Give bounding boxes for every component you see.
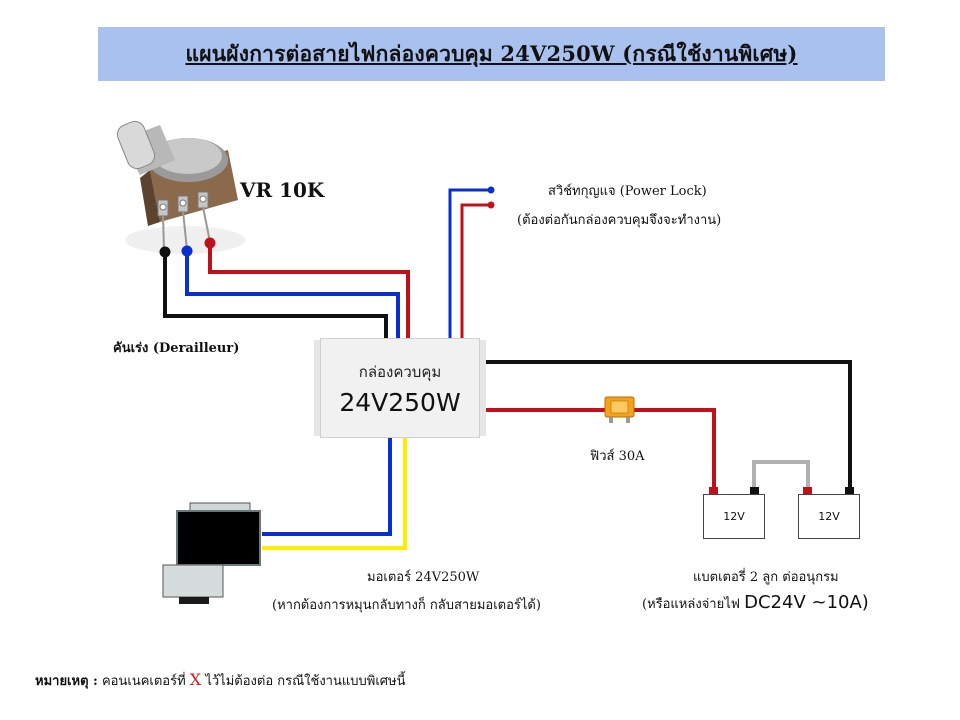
lock-terminal-red — [487, 201, 495, 209]
battery-note-value: DC24V ~10A) — [744, 592, 869, 613]
pot-pin-red — [204, 237, 216, 249]
wire-battery-link — [752, 460, 810, 490]
fuse-label: ฟิวส์ 30A — [590, 449, 645, 464]
battery2-terminal-pos — [803, 487, 812, 494]
potentiometer-image — [116, 120, 245, 254]
power-lock-label: สวิช์ทกุญแจ (Power Lock) — [548, 184, 707, 199]
battery2-terminal-neg — [845, 487, 854, 494]
vr-label: VR 10K — [240, 178, 325, 202]
wire-motor-yellow — [262, 436, 407, 550]
wire-pot-red — [208, 243, 410, 340]
motor-image — [162, 502, 261, 604]
throttle-label: คันเร่ง (Derailleur) — [113, 341, 240, 356]
wire-battery-black — [478, 360, 852, 490]
battery-1-label: 12V — [723, 510, 745, 523]
battery-1: 12V — [703, 494, 765, 539]
pot-pin-blue — [181, 245, 193, 257]
fuse-icon — [604, 396, 635, 423]
title-bar: แผนผังการต่อสายไฟกล่องควบคุม 24V250W (กร… — [98, 27, 885, 81]
wire-lock-blue — [448, 188, 490, 340]
battery1-terminal-neg — [750, 487, 759, 494]
battery1-terminal-pos — [709, 487, 718, 494]
pot-pin-black — [159, 246, 171, 258]
motor-label: มอเตอร์ 24V250W — [367, 570, 480, 585]
controller-label: กล่องควบคุม — [358, 362, 442, 381]
footnote-text2: ไว้ไม่ต้องต่อ กรณีใช้งานแบบพิเศษนี้ — [205, 674, 406, 689]
controller-box: กล่องควบคุม 24V250W — [320, 338, 480, 438]
diagram-title: แผนผังการต่อสายไฟกล่องควบคุม 24V250W (กร… — [185, 40, 798, 66]
battery-2-label: 12V — [818, 510, 840, 523]
footnote-text1: คอนเนคเตอร์ที่ — [101, 674, 186, 689]
wire-lock-red — [460, 203, 490, 340]
motor-note: (หากต้องการหมุนกลับทางก็ กลับสายมอเตอร์ไ… — [272, 598, 541, 613]
wire-pot-blue — [185, 251, 400, 340]
wire-pot-black — [163, 252, 388, 340]
battery-label: แบตเตอรี่ 2 ลูก ต่ออนุกรม — [693, 570, 839, 585]
footnote-mark: X — [189, 670, 202, 689]
controller-model: 24V250W — [339, 387, 461, 417]
power-lock-note: (ต้องต่อกันกล่องควบคุมจึงจะทำงาน) — [517, 213, 722, 228]
footnote-prefix: หมายเหตุ : — [35, 674, 98, 689]
wire-motor-blue — [262, 436, 392, 536]
battery-2: 12V — [798, 494, 860, 539]
battery-note-prefix: (หรือแหล่งจ่ายไฟ — [642, 597, 740, 612]
battery-note: (หรือแหล่งจ่ายไฟ DC24V ~10A) — [642, 592, 869, 614]
wire-fuse-red — [634, 408, 716, 490]
lock-terminal-blue — [487, 186, 495, 194]
footnote: หมายเหตุ : คอนเนคเตอร์ที่ X ไว้ไม่ต้องต่… — [35, 670, 405, 691]
